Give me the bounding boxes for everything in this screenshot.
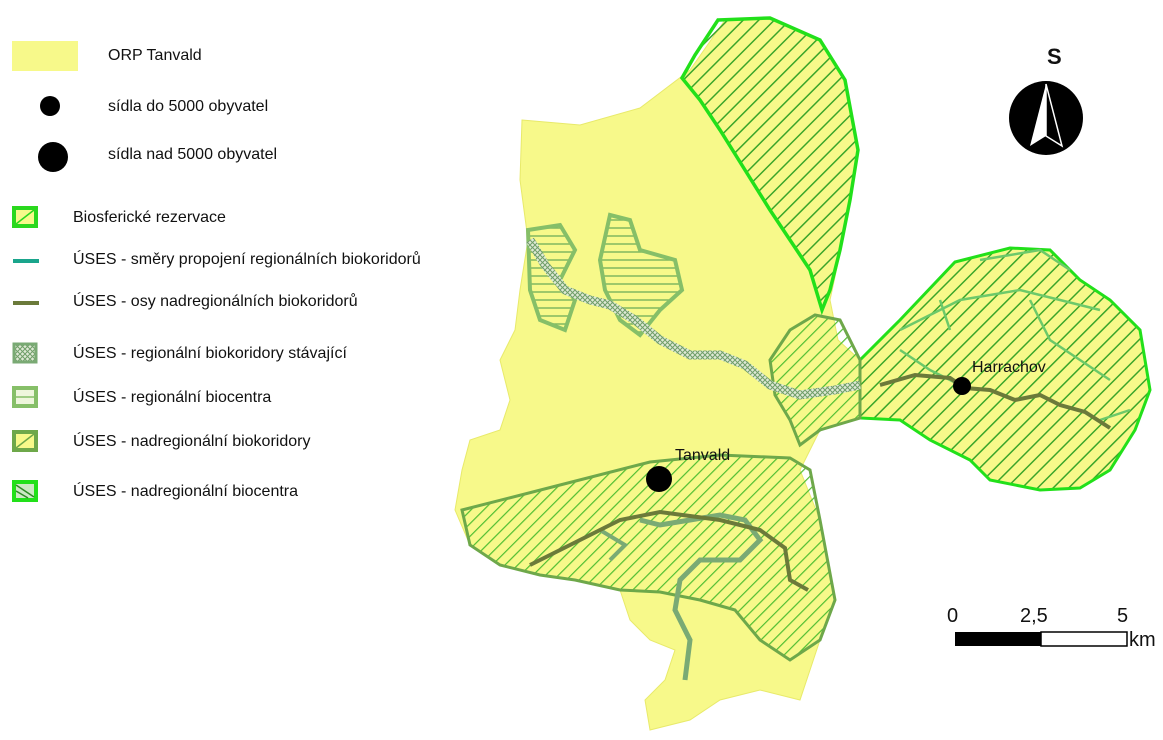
legend-item-supraregional-biocenter: ÚSES - nadregionální biocentra [0,477,480,507]
biocenter-harrachov [858,246,1152,492]
legend-label: ÚSES - směry propojení regionálních biok… [73,251,421,268]
legend-label: sídla do 5000 obyvatel [108,98,269,115]
large-settlement-dot-icon [38,142,68,172]
svg-text:0: 0 [947,605,958,627]
legend-item-regional-link: ÚSES - směry propojení regionálních biok… [0,245,480,275]
legend-item-orp: ORP Tanvald [0,41,480,71]
tanvald-label: Tanvald [675,447,730,464]
regional-biocenter-icon [12,386,38,408]
legend-label: sídla nad 5000 obyvatel [108,146,278,163]
regional-link-line-icon [13,259,39,263]
legend-label: ÚSES - regionální biocentra [73,389,272,406]
supraregional-corridor-central [768,313,862,448]
legend: ORP Tanvald sídla do 5000 obyvatel sídla… [0,0,480,520]
tanvald-dot [646,466,672,492]
legend-item-large-settlement: sídla nad 5000 obyvatel [0,140,480,172]
legend-item-regional-biocenter: ÚSES - regionální biocentra [0,383,480,413]
legend-item-supraregional-axis: ÚSES - osy nadregionálních biokoridorů [0,287,480,317]
legend-item-supraregional-corridor: ÚSES - nadregionální biokoridory [0,427,480,457]
regional-corridor-existing-1 [526,237,861,400]
legend-label: Biosferické rezervace [73,209,226,226]
legend-label: ÚSES - nadregionální biokoridory [73,433,311,450]
north-arrow: S [1009,44,1083,155]
supraregional-corridor-icon [12,430,38,452]
regional-corridor-existing-3 [598,528,629,562]
regional-links-east [899,248,1131,422]
scale-bar: 0 2,5 5 km [947,605,1156,651]
regional-corridor-icon [12,342,38,364]
svg-text:5: 5 [1117,605,1128,627]
harrachov-dot [953,377,971,395]
supraregional-axis-south [529,509,809,592]
harrachov-label: Harrachov [972,359,1046,376]
supraregional-axis-east [879,372,1112,430]
north-arrow-label: S [1047,44,1062,69]
legend-label: ÚSES - nadregionální biocentra [73,483,299,500]
supraregional-axis-line-icon [13,301,39,305]
supraregional-corridor-south [460,453,837,662]
legend-label: ÚSES - osy nadregionálních biokoridorů [73,293,358,310]
svg-text:km: km [1129,629,1156,651]
legend-item-biosphere: Biosferické rezervace [0,203,480,233]
regional-corridor-existing-2 [639,512,764,681]
orp-fill-swatch-icon [12,41,78,71]
supraregional-biocenter-icon [12,480,38,502]
biocenter-north [679,16,860,316]
biosphere-reserve-icon [12,206,38,228]
svg-text:2,5: 2,5 [1020,605,1048,627]
legend-label: ÚSES - regionální biokoridory stávající [73,345,347,362]
legend-label: ORP Tanvald [108,47,202,64]
legend-item-regional-corridor: ÚSES - regionální biokoridory stávající [0,339,480,369]
regional-biocenter-center [597,212,685,338]
legend-item-small-settlement: sídla do 5000 obyvatel [0,92,480,122]
small-settlement-dot-icon [40,96,60,116]
